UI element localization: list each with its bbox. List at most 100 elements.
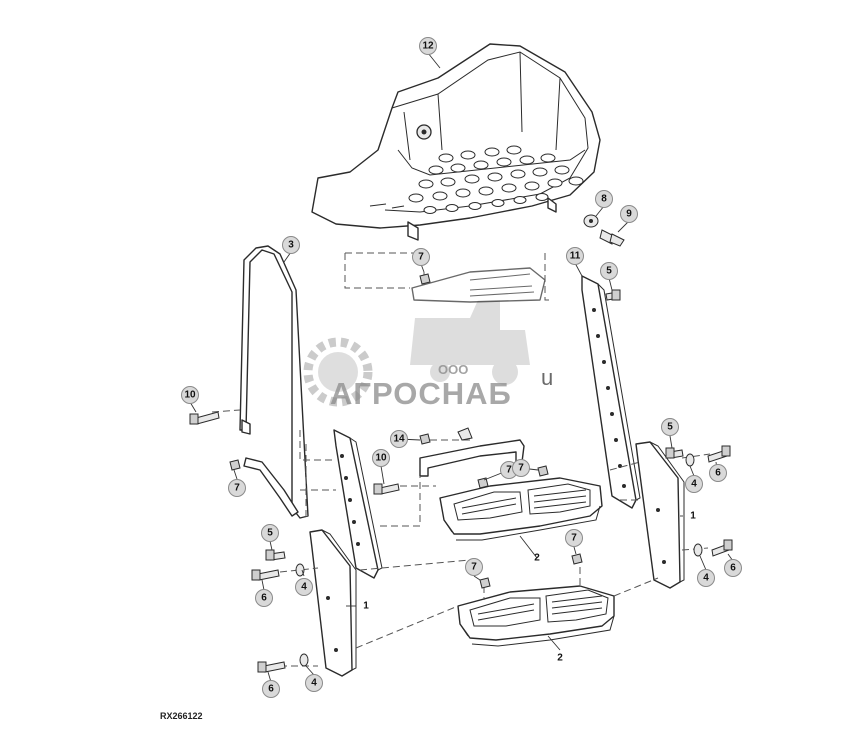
figure-id: RX266122 [160,711,203,721]
svg-text:3: 3 [288,240,294,251]
callout: 7 [465,558,483,576]
svg-text:6: 6 [715,468,721,479]
nut-icon [537,465,549,477]
callout: 12 [419,37,437,55]
svg-text:1: 1 [690,511,696,522]
svg-text:1: 1 [363,601,369,612]
svg-text:4: 4 [311,678,317,689]
callout: 9 [620,205,638,223]
side-plate-part-1-left [309,529,357,677]
handrail-part-3 [239,245,309,519]
svg-text:7: 7 [234,483,240,494]
platform-tread-holes [408,145,584,214]
callout: 7 [412,248,430,266]
svg-text:6: 6 [730,563,736,574]
svg-text:10: 10 [375,453,387,464]
callout: 4 [685,475,703,493]
bolt-icon [265,549,286,561]
svg-text:6: 6 [268,684,274,695]
callout: 4 [295,578,313,596]
callout: 6 [262,680,280,698]
watermark-prefix: ООО [438,362,468,377]
svg-text:9: 9 [626,209,632,220]
callout: 3 [282,236,300,254]
bolt-icon [257,661,286,673]
bolt-icon [665,447,684,459]
svg-text:7: 7 [471,562,477,573]
svg-text:12: 12 [422,41,434,52]
svg-text:4: 4 [691,479,697,490]
callout: 11 [566,247,584,265]
svg-text:5: 5 [667,422,673,433]
bolt-icon [373,483,400,495]
callout: 6 [255,589,273,607]
callout: 6 [709,464,727,482]
callout: 4 [697,569,715,587]
washer-icon [693,543,703,557]
svg-text:7: 7 [518,463,524,474]
gear-logo-icon [303,337,373,407]
nut-icon [419,433,431,445]
svg-text:5: 5 [267,528,273,539]
watermark-suffix: u [541,365,553,390]
nut-icon [229,459,241,471]
harvester-logo-icon [410,300,530,385]
bolt-icon [251,569,280,581]
bracket-left [333,429,383,579]
svg-text:4: 4 [301,582,307,593]
callout: 5 [600,262,618,280]
washer-icon [685,453,695,467]
svg-text:7: 7 [418,252,424,263]
callout: 2 [534,553,540,564]
fasteners [189,273,733,673]
bolt-icon [605,289,621,301]
nut-icon [479,577,491,589]
svg-text:5: 5 [606,266,612,277]
callout: 7 [228,479,246,497]
nut-icon [571,553,583,565]
platform-part-12 [311,43,601,241]
upper-step-hidden [411,267,546,303]
svg-text:7: 7 [506,465,512,476]
callout: 5 [661,418,679,436]
nut-icon [419,273,431,285]
callout: 10 [181,386,199,404]
svg-text:14: 14 [393,434,405,445]
nut-icon [477,477,489,489]
bolt-part-9 [599,229,625,247]
svg-text:2: 2 [534,553,540,564]
watermark: ООО АГРОСНАБ u [303,300,553,411]
callout: 6 [724,559,742,577]
washer-icon [295,563,305,577]
callout: 2 [557,653,563,664]
bolt-icon [189,411,220,425]
callout: 10 [372,449,390,467]
step-part-2-upper [439,477,603,541]
callout: 7 [512,459,530,477]
clip-icon [457,427,473,441]
svg-text:8: 8 [601,194,607,205]
callout: 1 [690,511,696,522]
svg-text:7: 7 [571,533,577,544]
watermark-company-name: АГРОСНАБ [330,376,512,411]
callout: 5 [261,524,279,542]
callout: 1 [363,601,369,612]
svg-text:4: 4 [703,573,709,584]
svg-text:2: 2 [557,653,563,664]
svg-text:10: 10 [184,390,196,401]
bolt-icon [707,445,731,463]
washer-icon [299,653,309,667]
step-part-2-lower [457,585,615,647]
washer-part-8 [583,214,599,228]
bracket-part-11 [581,275,641,509]
svg-text:6: 6 [261,593,267,604]
assembly-lines [211,252,711,667]
callout: 14 [390,430,408,448]
bolt-icon [711,539,733,557]
handle-bar [419,439,525,477]
side-plate-part-1-right [635,441,685,589]
svg-text:11: 11 [570,251,581,262]
callout: 7 [565,529,583,547]
